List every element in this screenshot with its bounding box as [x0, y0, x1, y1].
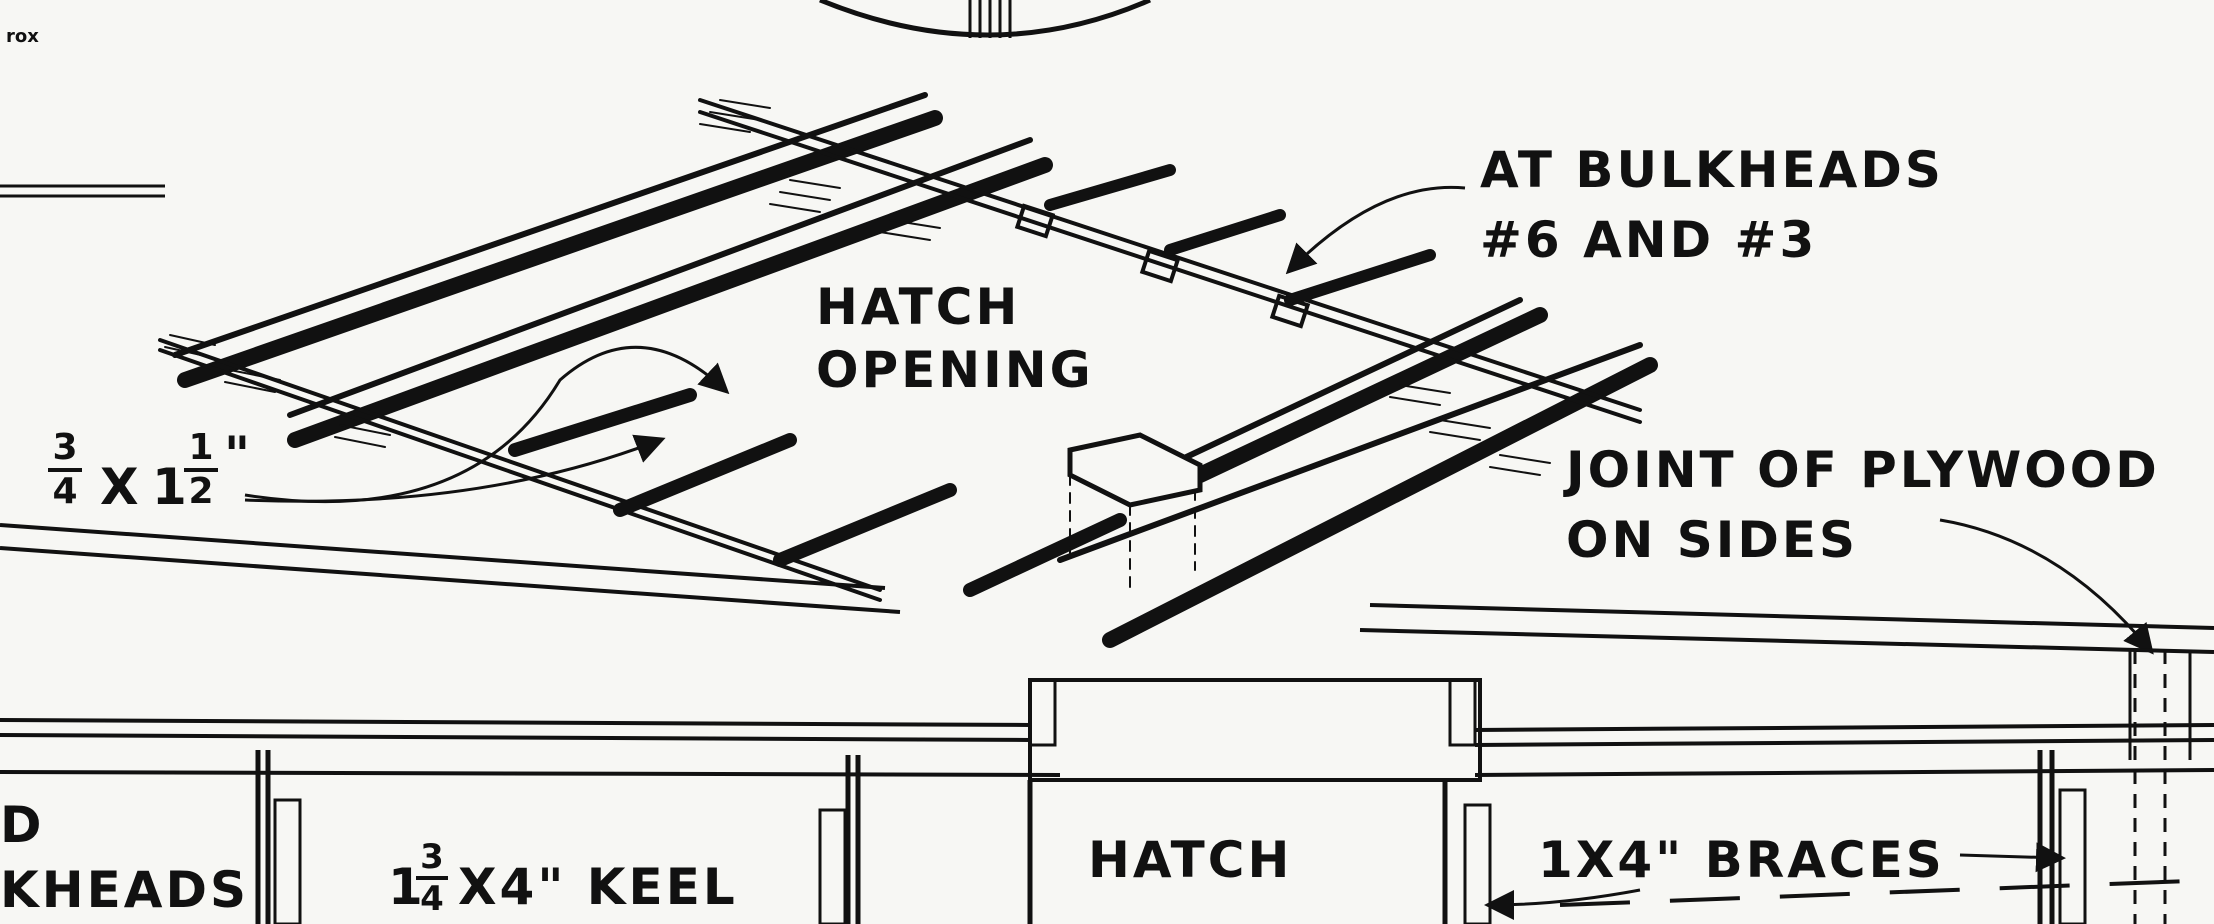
label-left-edge-2: KHEADS	[0, 861, 249, 919]
frac-num-2: 1	[188, 427, 214, 468]
frac-den-1: 4	[52, 471, 78, 512]
label-hatch-opening-2: OPENING	[816, 341, 1094, 399]
frac-num-1: 3	[52, 427, 78, 468]
label-braces: 1X4" BRACES	[1538, 831, 1945, 889]
label-hatch: HATCH	[1088, 831, 1293, 889]
leader-arrows	[244, 185, 2154, 920]
label-joint-plywood-2: ON SIDES	[1566, 511, 1859, 569]
dimension-whole: 1	[152, 458, 190, 516]
label-at-bulkheads-2: #6 AND #3	[1480, 211, 1818, 269]
keel-suffix: X4" KEEL	[458, 858, 738, 916]
keel-frac-num: 3	[420, 837, 444, 877]
left-edge-lines	[0, 184, 165, 198]
keel-whole: 1	[388, 858, 426, 916]
frac-den-2: 2	[188, 471, 214, 512]
keel-frac-den: 4	[420, 879, 444, 919]
top-detail-circle	[819, 0, 1152, 38]
sheer-lines	[0, 523, 2214, 654]
elevation-view	[0, 650, 2214, 924]
label-hatch-opening-1: HATCH	[816, 278, 1021, 336]
dimension-inch: "	[224, 426, 254, 484]
isometric-framing	[158, 92, 1658, 648]
dimension-x: X	[100, 458, 142, 516]
label-left-edge-1: D	[0, 796, 45, 854]
label-joint-plywood-1: JOINT OF PLYWOOD	[1566, 441, 2160, 499]
label-at-bulkheads-1: AT BULKHEADS	[1480, 141, 1944, 199]
corner-mark: rox	[6, 26, 39, 47]
